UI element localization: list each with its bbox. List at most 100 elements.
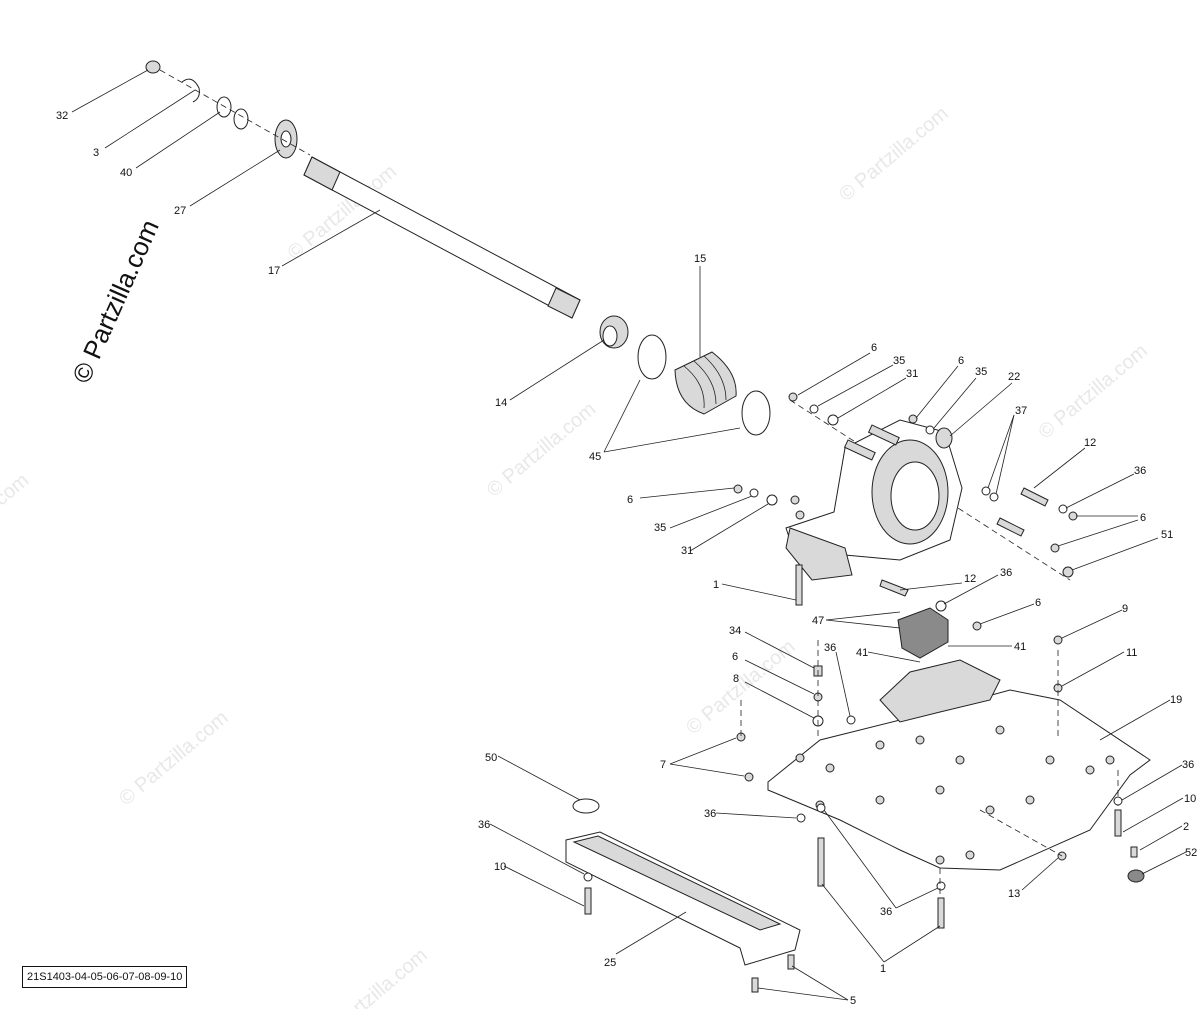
part-washer [816,803,826,813]
callout-label: 40 [120,167,132,179]
callout-label: 6 [627,494,633,506]
part-nut-6 [972,621,982,631]
part-ring-40 [216,96,232,118]
part-bolt-2 [1130,846,1138,858]
callout-label: 47 [812,615,824,627]
part-boot-15-rib [703,355,727,401]
axis-line [789,399,1071,581]
part-nut [790,495,800,505]
part-shaft-17-end [547,287,581,319]
callout-label: 11 [1126,647,1137,659]
part-seal-14-inner [602,325,618,347]
housing [733,392,1078,581]
diagram-reference-code: 21S1403-04-05-06-07-08-09-10 [22,966,188,988]
axis-line [159,69,311,156]
part-nut-32 [145,60,161,74]
part-bolt-12c [879,579,909,597]
plate-bolt [875,795,885,805]
part-washer-35 [809,404,819,414]
part-nut-6 [788,392,798,402]
part-washer-36 [1113,796,1123,806]
callout-label: 36 [1182,759,1194,771]
part-stud [867,424,900,446]
callout-label: 6 [1140,512,1146,524]
callout-label: 35 [893,355,905,367]
callout-label: 36 [880,906,892,918]
part-bolt-5 [787,954,795,970]
part-washer-31 [766,494,778,506]
part-skid-plate-19 [767,689,1151,871]
part-washer-36 [796,813,806,823]
part-washer-36 [583,872,593,882]
callout-label: 45 [589,451,601,463]
callout-label: 32 [56,110,68,122]
part-washer-36 [936,881,946,891]
part-7 [744,772,754,782]
part-washer-37b [989,492,999,502]
part-skid-plate-19-bracket [879,659,1001,723]
callout-label: 1 [713,579,719,591]
plate-bolt [915,735,925,745]
part-nut-6 [908,414,918,424]
mount-group [736,564,1063,782]
part-bolt-10 [584,887,592,915]
plate-bolt [875,740,885,750]
callout-label: 34 [729,625,741,637]
part-nut-6 [1050,543,1060,553]
part-rail-25-top [572,835,782,931]
part-washer-36 [935,600,947,612]
callout-label: 6 [958,355,964,367]
plate-bolt [985,805,995,815]
watermark-tile: © Partzilla.com [0,469,33,572]
callout-label: 25 [604,957,616,969]
part-washer-31 [827,414,839,426]
callout-label: 6 [871,342,877,354]
part-washer-27-inner [280,130,292,148]
callout-label: 10 [1184,793,1196,805]
leader-lines [71,69,1187,1001]
plate-bolt [1085,765,1095,775]
lower-bolts [796,803,946,929]
part-boot-15 [674,351,737,415]
skid-plate [767,650,1151,871]
part-clamp-45a [637,334,667,380]
plate-bolt [955,755,965,765]
callout-label: 52 [1185,847,1197,859]
watermark-tile: © Partzilla.com [835,102,952,205]
plate-bolt [795,753,805,763]
part-shaft-17-spline [303,156,341,191]
plate-bolt [935,785,945,795]
plate-bolt [995,725,1005,735]
part-shaft-17 [303,156,581,319]
part-washer-37 [981,486,991,496]
watermark-tile: © Partzilla.com [314,944,431,1009]
callout-label: 36 [824,642,836,654]
callout-label: 27 [174,205,186,217]
part-bolt-10 [1114,809,1122,837]
callout-label: 36 [478,819,490,831]
front-rail [565,798,801,993]
callout-label: 36 [704,808,716,820]
shaft-assembly [145,60,581,319]
callout-label: 50 [485,752,497,764]
callout-label: 41 [1014,641,1026,653]
callout-label: 37 [1015,405,1027,417]
callout-label: 8 [733,673,739,685]
callout-label: 17 [268,265,280,277]
part-washer-35 [925,425,935,435]
dash-line [979,809,1063,857]
part-bolt-1 [817,837,825,887]
side-watermark: © Partzilla.com [66,215,165,387]
part-nut [795,510,805,520]
part-9 [1053,635,1063,645]
callout-label: 6 [1035,597,1041,609]
callout-label: 10 [494,861,506,873]
callout-label: 15 [694,253,706,265]
callout-label: 6 [732,651,738,663]
part-mount-47 [897,607,949,659]
right-fasteners [1113,796,1145,883]
watermark-tile: © Partzilla.com [115,707,232,810]
part-bolt-1 [795,564,803,606]
watermark-tile: © Partzilla.com [483,398,600,501]
